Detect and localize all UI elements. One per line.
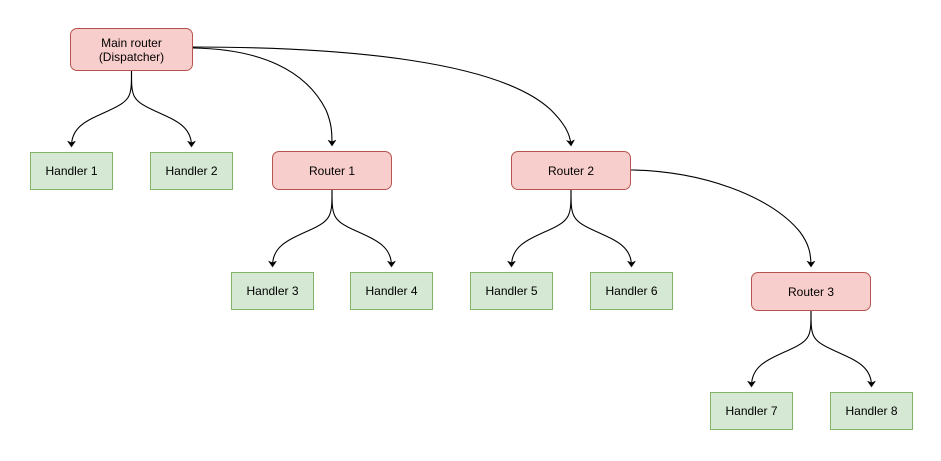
node-router-3[interactable]: Router 3 bbox=[751, 272, 871, 311]
node-label-main-router: Main router (Dispatcher) bbox=[98, 35, 165, 64]
node-label-router-3: Router 3 bbox=[787, 284, 835, 299]
node-label-handler-3: Handler 3 bbox=[246, 284, 299, 298]
edge-main-to-handler-2 bbox=[130, 70, 192, 146]
node-label-router-2: Router 2 bbox=[547, 163, 595, 178]
node-handler-8[interactable]: Handler 8 bbox=[830, 392, 913, 430]
node-handler-2[interactable]: Handler 2 bbox=[150, 152, 233, 190]
edge-router-3-to-handler-8 bbox=[810, 310, 872, 386]
node-label-handler-1: Handler 1 bbox=[45, 164, 98, 178]
node-label-handler-5: Handler 5 bbox=[485, 284, 538, 298]
edge-paths bbox=[72, 46, 872, 386]
node-handler-4[interactable]: Handler 4 bbox=[350, 272, 433, 310]
edge-router-2-to-handler-5 bbox=[512, 189, 572, 266]
edge-router-2-to-handler-6 bbox=[570, 189, 632, 266]
node-label-handler-7: Handler 7 bbox=[725, 404, 778, 418]
node-label-handler-2: Handler 2 bbox=[165, 164, 218, 178]
node-handler-6[interactable]: Handler 6 bbox=[590, 272, 673, 310]
node-handler-1[interactable]: Handler 1 bbox=[30, 152, 113, 190]
edge-router-1-to-handler-4 bbox=[331, 189, 392, 266]
node-router-1[interactable]: Router 1 bbox=[272, 151, 392, 190]
node-label-handler-4: Handler 4 bbox=[365, 284, 418, 298]
edge-main-to-handler-1 bbox=[72, 70, 133, 146]
edge-main-to-router-1 bbox=[192, 47, 332, 145]
node-handler-5[interactable]: Handler 5 bbox=[470, 272, 553, 310]
node-router-2[interactable]: Router 2 bbox=[511, 151, 631, 190]
node-main-router[interactable]: Main router (Dispatcher) bbox=[70, 28, 193, 71]
node-label-handler-8: Handler 8 bbox=[845, 404, 898, 418]
edge-router-3-to-handler-7 bbox=[752, 310, 812, 386]
node-handler-7[interactable]: Handler 7 bbox=[710, 392, 793, 430]
node-label-router-1: Router 1 bbox=[308, 163, 356, 178]
edge-main-to-router-2 bbox=[192, 46, 571, 145]
node-handler-3[interactable]: Handler 3 bbox=[231, 272, 314, 310]
node-label-handler-6: Handler 6 bbox=[605, 284, 658, 298]
edge-router-1-to-handler-3 bbox=[273, 189, 333, 266]
edge-router-2-to-router-3 bbox=[630, 169, 811, 266]
